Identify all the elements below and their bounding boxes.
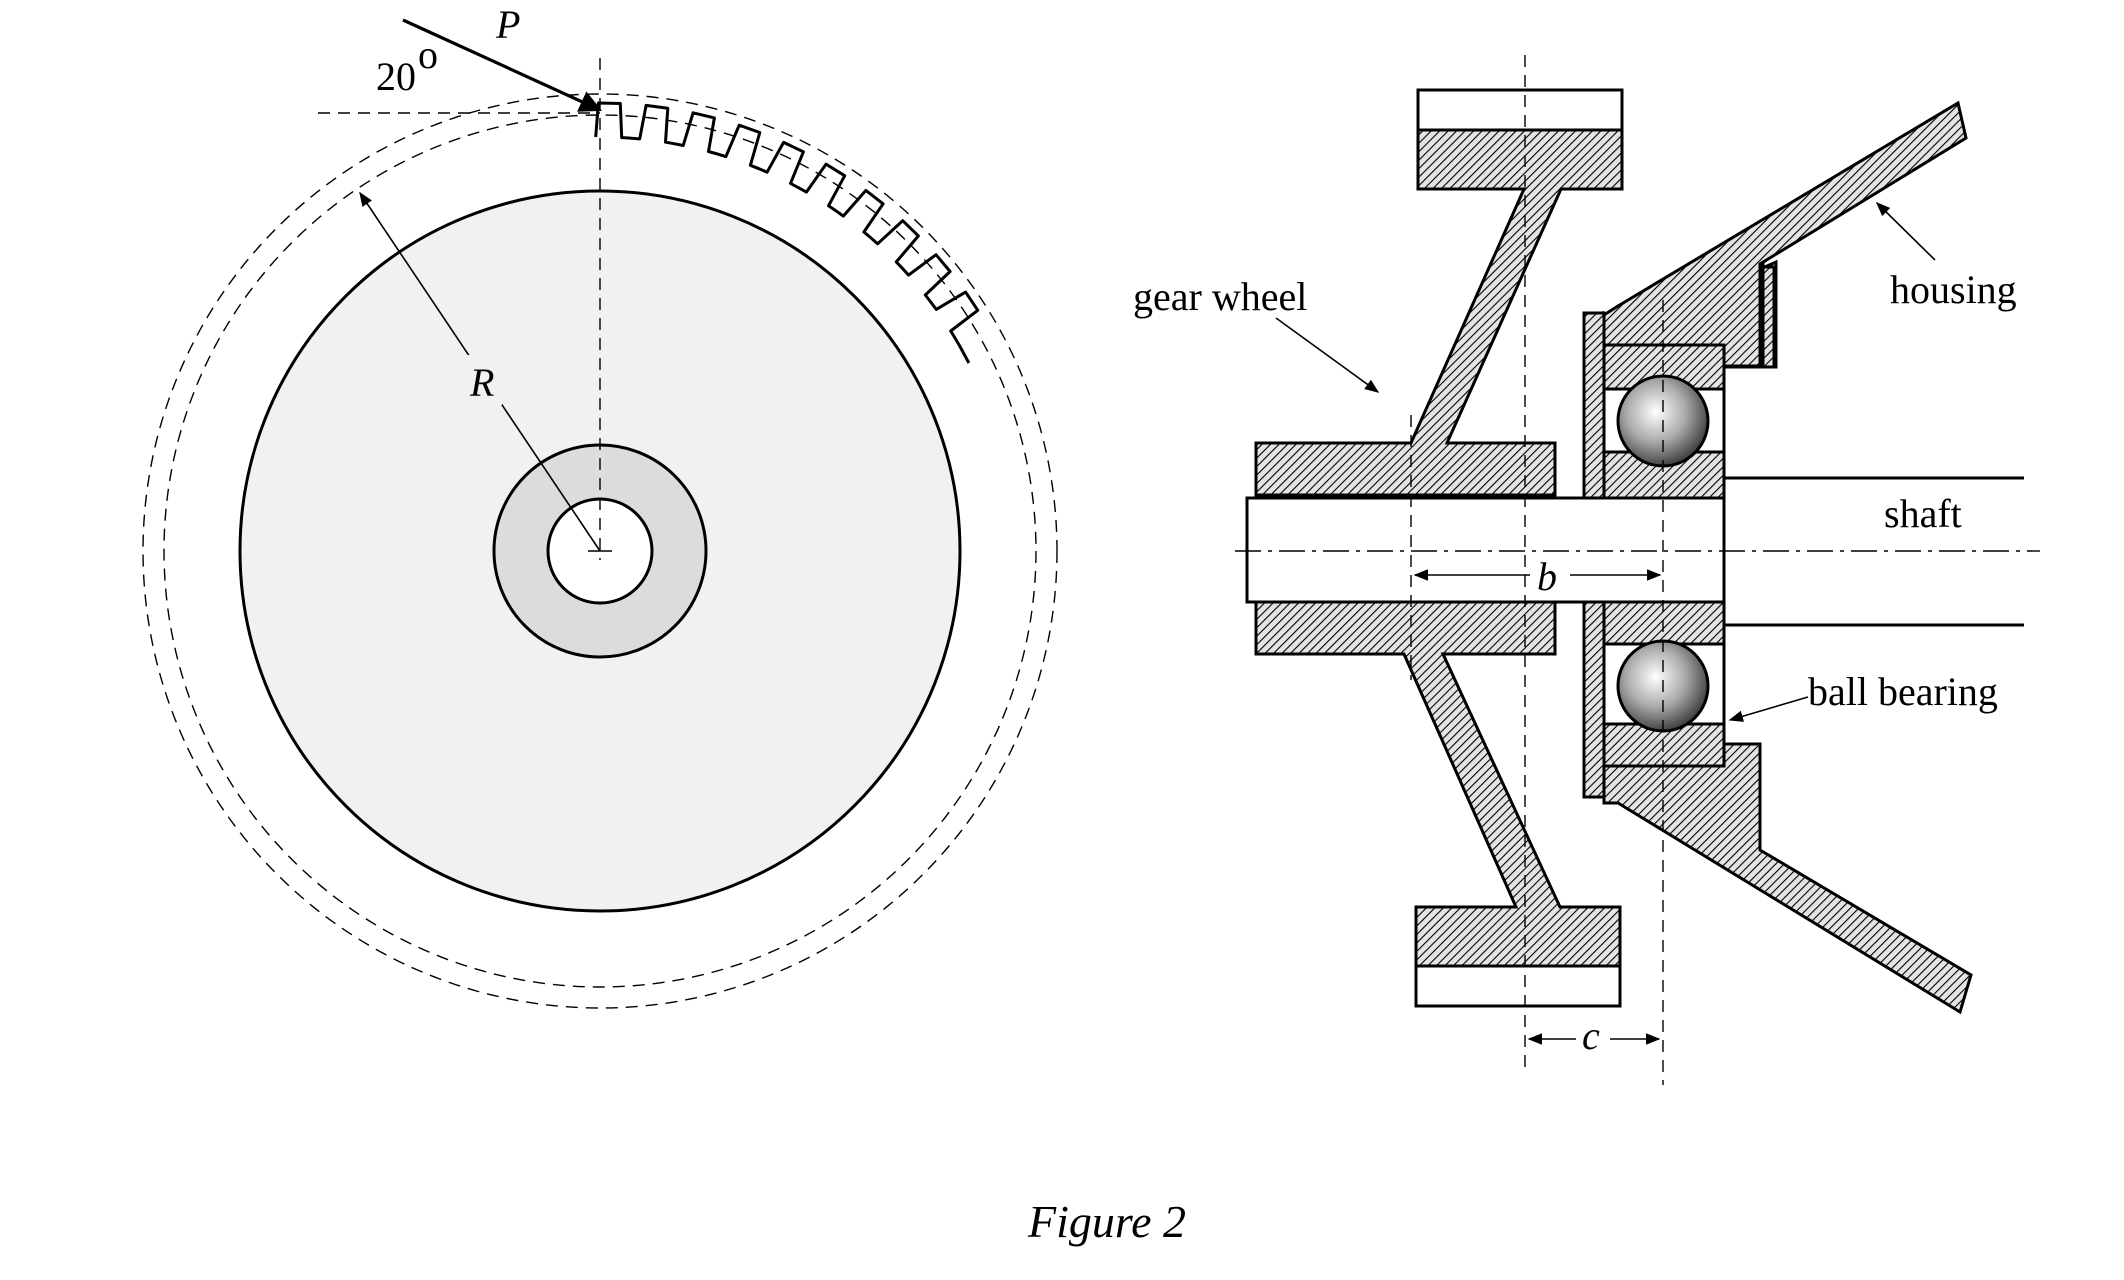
pitch-circle: [163, 114, 1037, 988]
gear-rim-lower: [1414, 964, 1622, 1008]
section-view: b c gear wheel housing shaft ball bearin…: [1133, 55, 2040, 1085]
gear-wheel-section-lower: [1254, 600, 1622, 968]
force-label: P: [495, 2, 520, 47]
shaft-label: shaft: [1884, 491, 1962, 536]
ball-bearing-label: ball bearing: [1808, 669, 1998, 714]
angle-label: 20: [376, 54, 416, 99]
housing-lower-body: [1602, 742, 1973, 1015]
gear-wheel-leader: [1275, 317, 1380, 393]
gear-wheel-label: gear wheel: [1133, 274, 1307, 319]
dim-b-label: b: [1537, 554, 1557, 599]
figure-caption: Figure 2: [1027, 1196, 1186, 1247]
gear-wheel-section-upper: [1254, 128, 1624, 497]
shaft-body: [1245, 496, 1726, 604]
gear-rim-upper: [1416, 88, 1624, 132]
bearing-lower-inner-race: [1602, 598, 1726, 646]
dim-c-label: c: [1582, 1013, 1600, 1058]
addendum-circle: [142, 93, 1058, 1009]
housing-upper-body: [1602, 100, 1968, 368]
angle-unit-label: o: [418, 32, 438, 77]
gear-front-view: R P 20 o: [142, 2, 1058, 1009]
housing-leader: [1875, 201, 1936, 261]
gear-teeth: [594, 101, 980, 364]
radius-label: R: [469, 360, 494, 405]
ball-bearing-leader: [1728, 696, 1809, 722]
housing-label: housing: [1890, 267, 2017, 312]
force-arrow: [402, 18, 603, 112]
